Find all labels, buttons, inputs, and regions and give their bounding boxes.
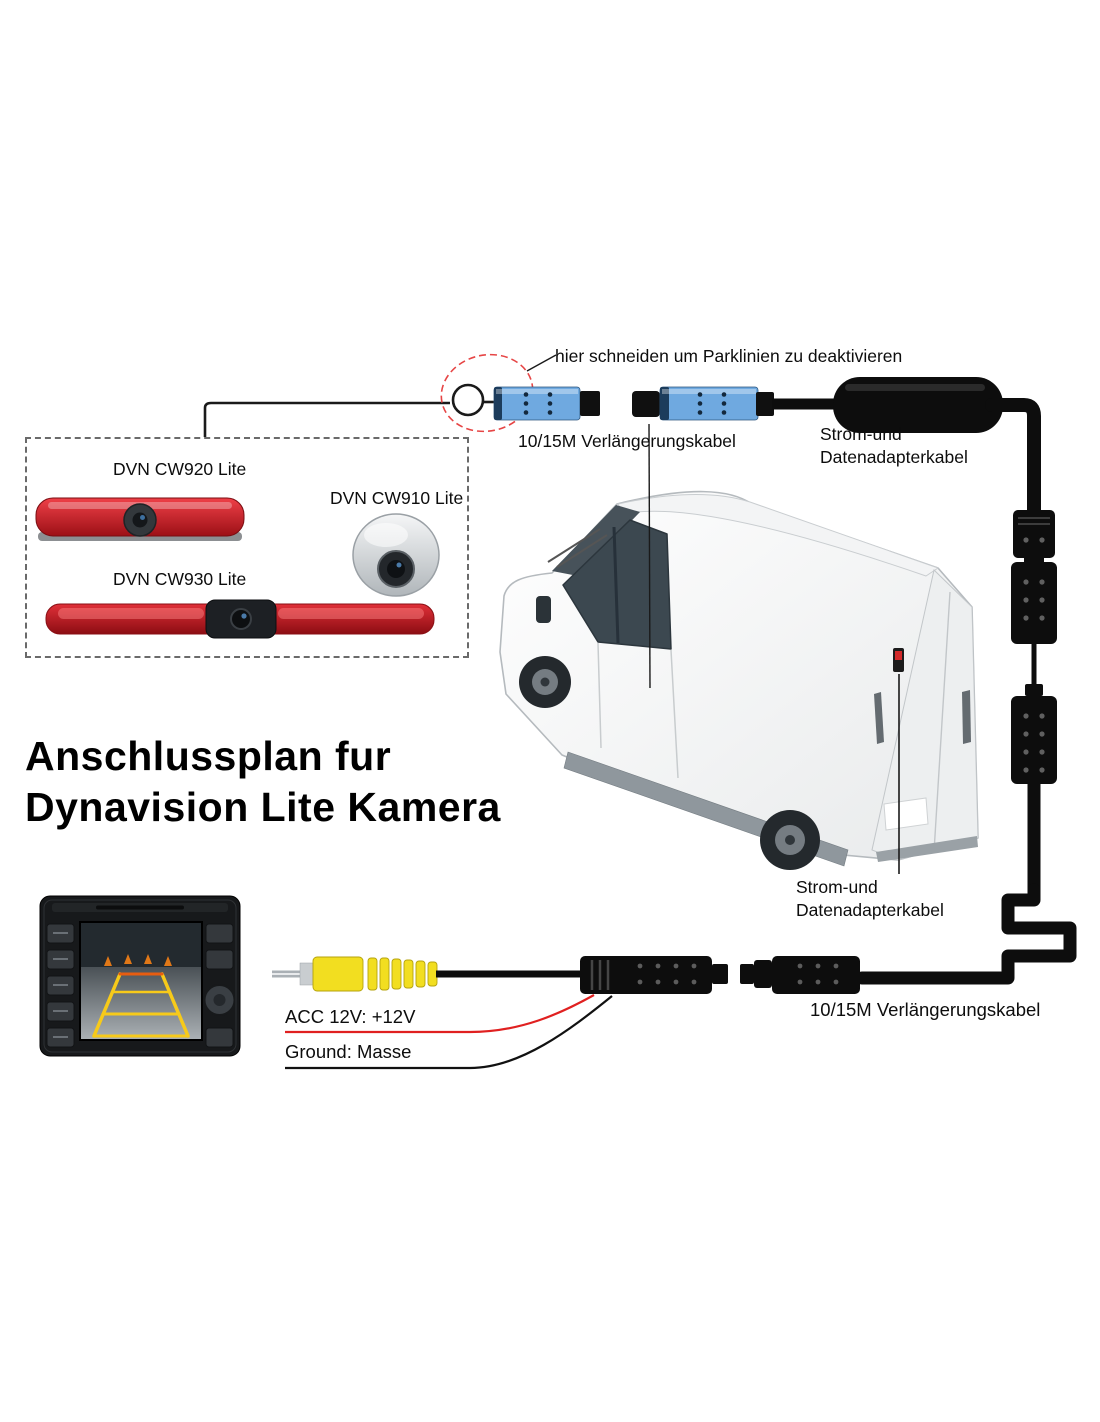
page-title-line1: Anschlussplan fur [25, 733, 392, 779]
power-data-rear-label: Strom-und Datenadapterkabel [796, 876, 944, 922]
right-cable-run [855, 398, 1077, 985]
power-data-top-line2: Datenadapterkabel [820, 447, 968, 467]
brake-light-camera-cw920 [35, 497, 245, 541]
van-illustration [499, 490, 979, 874]
cable-serpentine [855, 883, 1077, 985]
camera-options-box [25, 437, 469, 658]
parking-guide-lines [92, 972, 190, 1038]
cut-note-label: hier schneiden um Parklinien zu deaktivi… [555, 346, 903, 366]
head-unit-monitor [39, 895, 241, 1057]
camera-label-cw910: DVN CW910 Lite [330, 488, 464, 508]
head-unit-screen [79, 921, 203, 1041]
page-title-line2: Dynavision Lite Kamera [25, 784, 501, 831]
power-data-top-line1: Strom-und [820, 424, 902, 444]
head-unit-buttons-left [46, 923, 75, 1048]
camera-label-cw920: DVN CW920 Lite [113, 459, 247, 479]
camera-pigtail-cable [203, 383, 495, 437]
front-wheel [519, 656, 571, 708]
power-data-rear-line2: Datenadapterkabel [796, 900, 944, 920]
acc-wire-red [285, 994, 595, 1034]
camera-label-cw930: DVN CW930 Lite [113, 569, 247, 589]
power-data-rear-line1: Strom-und [796, 877, 878, 897]
cut-marker-circle [440, 353, 534, 433]
bottom-extension-connectors [436, 956, 860, 994]
head-unit-buttons-right [203, 923, 236, 1048]
extension-cable-connector-left [493, 386, 600, 421]
compact-camera-cw910 [352, 513, 440, 597]
power-data-adapter [772, 377, 1003, 433]
ground-wire-black [285, 995, 613, 1070]
extension-cable-bottom-label: 10/15M Verlängerungskabel [810, 999, 1041, 1020]
power-data-top-label: Strom-und Datenadapterkabel [820, 423, 968, 469]
acc-wire-label: ACC 12V: +12V [285, 1006, 416, 1027]
cut-note-leader-line [526, 354, 557, 372]
brake-light-camera-cw930 [45, 599, 435, 639]
extension-cable-leader-line [648, 423, 651, 689]
extension-cable-connector-right [632, 386, 774, 421]
page-title: Anschlussplan fur Dynavision Lite Kamera [25, 731, 501, 834]
extension-cable-top-label: 10/15M Verlängerungskabel [518, 431, 736, 451]
rca-video-connector [272, 956, 438, 992]
ground-wire-label: Ground: Masse [285, 1041, 412, 1062]
camera-mount-marker [893, 648, 904, 874]
rear-wheel [760, 810, 820, 870]
traffic-cones [104, 954, 172, 966]
